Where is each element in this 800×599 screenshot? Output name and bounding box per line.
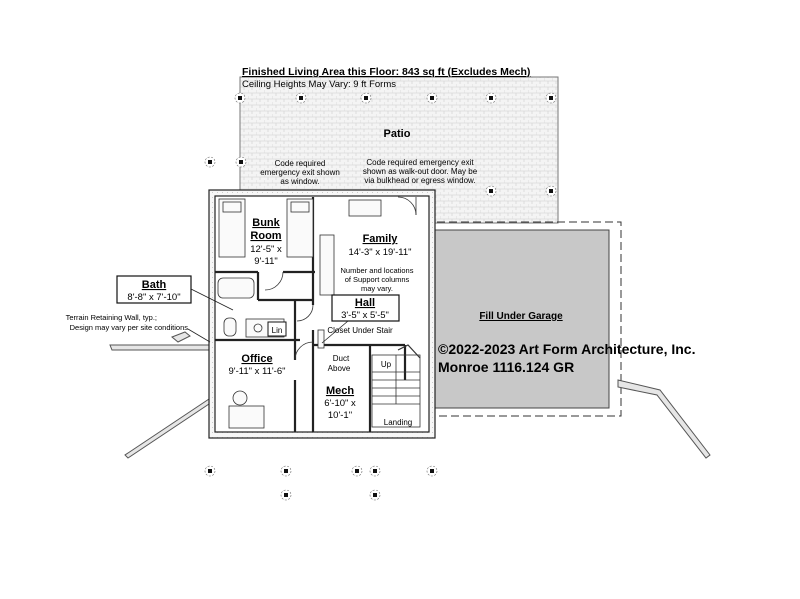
stairs <box>371 344 421 428</box>
svg-text:Duct: Duct <box>333 354 350 363</box>
garage-outline <box>424 221 622 417</box>
column-marker <box>430 469 434 473</box>
egress-note-left: Code required emergency exit shown as wi… <box>260 159 340 186</box>
svg-text:Number and locations: Number and locations <box>341 266 414 275</box>
svg-text:Code required emergency exit: Code required emergency exit <box>366 158 474 167</box>
column-marker <box>284 493 288 497</box>
patio-label: Patio <box>384 128 411 140</box>
mech-label: Mech 6'-10" x 10'-1" <box>324 385 356 421</box>
column-marker <box>364 96 368 100</box>
column-marker <box>489 189 493 193</box>
support-columns <box>204 92 557 501</box>
garage-label: Fill Under Garage <box>479 311 563 322</box>
stair-up-label: Up <box>381 360 392 369</box>
bath-label-box <box>116 275 192 304</box>
floor-area-title: Finished Living Area this Floor: 843 sq … <box>242 66 530 78</box>
column-marker <box>208 469 212 473</box>
column-marker <box>284 469 288 473</box>
column-marker <box>430 96 434 100</box>
svg-text:10'-1": 10'-1" <box>328 410 352 421</box>
svg-text:Terrain Retaining Wall, typ.;: Terrain Retaining Wall, typ.; <box>66 313 157 322</box>
column-marker <box>208 160 212 164</box>
svg-text:Hall: Hall <box>355 297 375 309</box>
lin-label: Lin <box>272 326 283 335</box>
column-marker <box>549 96 553 100</box>
ceiling-height-note: Ceiling Heights May Vary: 9 ft Forms <box>242 79 396 90</box>
closet-label: Closet Under Stair <box>327 326 393 335</box>
svg-text:9'-11" x 11'-6": 9'-11" x 11'-6" <box>228 366 285 377</box>
office-label: Office 9'-11" x 11'-6" <box>228 353 285 377</box>
svg-text:shown as walk-out door. May be: shown as walk-out door. May be <box>363 167 478 176</box>
svg-text:9'-11": 9'-11" <box>254 256 278 267</box>
support-columns-note: Number and locations of Support columns … <box>341 266 414 293</box>
svg-text:3'-5" x 5'-5": 3'-5" x 5'-5" <box>341 310 389 321</box>
bunk-room-label: Bunk Room 12'-5" x 9'-11" <box>250 217 282 267</box>
column-marker <box>373 493 377 497</box>
svg-text:Monroe 1116.124 GR: Monroe 1116.124 GR <box>438 359 574 375</box>
duct-above-label: Duct Above <box>328 354 351 373</box>
door-swings <box>264 196 417 361</box>
svg-text:12'-5" x: 12'-5" x <box>250 244 282 255</box>
svg-text:6'-10" x: 6'-10" x <box>324 398 356 409</box>
svg-text:Mech: Mech <box>326 385 354 397</box>
retaining-walls <box>109 331 711 459</box>
copyright-watermark: ©2022-2023 Art Form Architecture, Inc. M… <box>438 341 695 375</box>
svg-text:8'-8" x 7'-10": 8'-8" x 7'-10" <box>127 292 180 303</box>
column-marker <box>489 96 493 100</box>
svg-text:emergency exit shown: emergency exit shown <box>260 168 340 177</box>
svg-text:as window.: as window. <box>280 177 319 186</box>
column-marker <box>238 96 242 100</box>
svg-text:Bath: Bath <box>142 279 167 291</box>
lin-box <box>267 321 287 337</box>
egress-note-right: Code required emergency exit shown as wa… <box>363 158 478 185</box>
column-marker <box>373 469 377 473</box>
svg-text:©2022-2023 Art Form Architectu: ©2022-2023 Art Form Architecture, Inc. <box>438 341 695 357</box>
landing-label: Landing <box>384 418 412 427</box>
svg-text:Office: Office <box>241 353 272 365</box>
svg-text:Design may vary per site condi: Design may vary per site conditions <box>70 323 189 332</box>
hall-label-box <box>331 294 400 322</box>
svg-text:of Support columns: of Support columns <box>345 275 410 284</box>
family-room-label: Family 14'-3" x 19'-11" <box>348 233 411 258</box>
bath-label: Bath 8'-8" x 7'-10" <box>127 279 180 303</box>
svg-text:Code required: Code required <box>275 159 326 168</box>
garage-fill-area <box>432 229 610 409</box>
svg-text:14'-3" x 19'-11": 14'-3" x 19'-11" <box>348 247 411 258</box>
column-marker <box>239 160 243 164</box>
column-marker <box>299 96 303 100</box>
column-marker <box>355 469 359 473</box>
svg-text:Room: Room <box>250 230 281 242</box>
svg-text:Above: Above <box>328 364 351 373</box>
hall-label: Hall 3'-5" x 5'-5" <box>341 297 389 321</box>
svg-text:Bunk: Bunk <box>252 217 280 229</box>
svg-text:via bulkhead or egress window.: via bulkhead or egress window. <box>364 176 475 185</box>
svg-text:Family: Family <box>363 233 399 245</box>
svg-text:may vary.: may vary. <box>361 284 393 293</box>
retaining-wall-note: Terrain Retaining Wall, typ.; Design may… <box>66 313 189 332</box>
column-marker <box>549 189 553 193</box>
